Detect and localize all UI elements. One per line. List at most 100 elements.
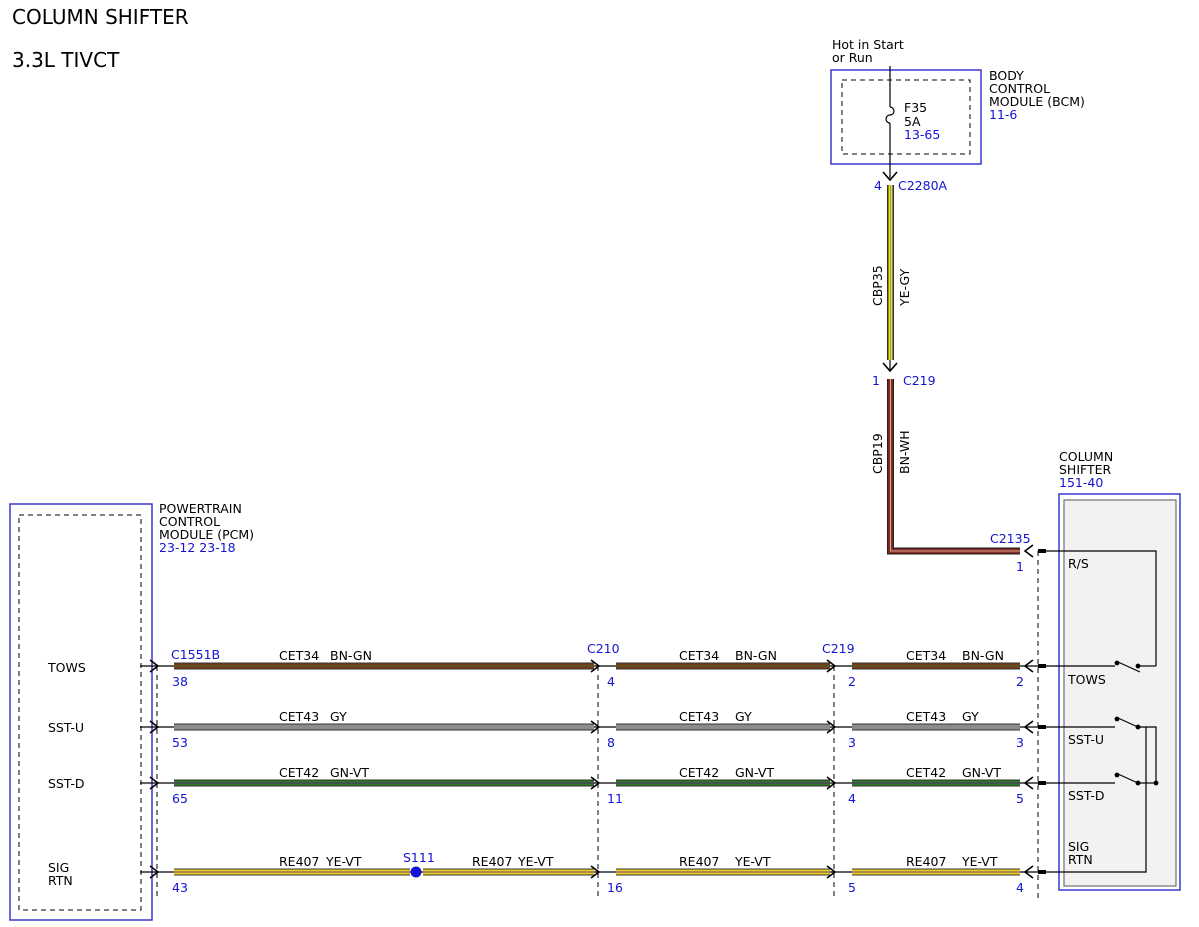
shifter-ref: 151-40 (1059, 475, 1103, 490)
wire-circuit-label: RE407 (472, 854, 512, 869)
connector-arrow-icon (149, 776, 160, 790)
pin-number-c219: 3 (848, 735, 856, 750)
wire-color-label: BN-GN (962, 648, 1004, 663)
wire-circuit-label: CBP35 (870, 265, 885, 306)
pin-number-c2135: 5 (1016, 791, 1024, 806)
connector-arrow-icon (1023, 544, 1034, 558)
wire-color-label: YE-VT (325, 854, 362, 869)
pin-number-c219: 5 (848, 880, 856, 895)
pin-number-c210: 8 (607, 735, 615, 750)
bcm-name-1: BODY (989, 68, 1024, 83)
shifter-label-sst-u: SST-U (1068, 732, 1104, 747)
pcm-ref: 23-12 23-18 (159, 540, 236, 555)
pcm-pin-sst-u: SST-U (48, 720, 84, 735)
pcm-pin-tows: TOWS (47, 660, 86, 675)
wire-color-label: YE-VT (734, 854, 771, 869)
c2280a-pin: 4 (874, 178, 882, 193)
connector-arrow-icon (149, 720, 160, 734)
connector-arrow-icon (1023, 865, 1034, 879)
fuse-ref: 13-65 (904, 127, 940, 142)
pcm-pin-sig: SIG (48, 860, 69, 875)
pcm-pin-rtn: RTN (48, 873, 73, 888)
pin-number-c2135: 3 (1016, 735, 1024, 750)
fuse-rating: 5A (904, 114, 921, 129)
pcm-name-3: MODULE (PCM) (159, 527, 254, 542)
shifter-label-sst-d: SST-D (1068, 788, 1105, 803)
wire-cbp19 (887, 379, 1020, 555)
wire-color-label: YE-VT (517, 854, 554, 869)
wire-color-label: BN-GN (330, 648, 372, 663)
c2135-pin: 1 (1016, 559, 1024, 574)
pcm-name-2: CONTROL (159, 514, 220, 529)
pin-number-c1551b: 53 (172, 735, 188, 750)
shifter-inner (1063, 499, 1177, 887)
c219-top-pin: 1 (872, 373, 880, 388)
connector-pin (1038, 781, 1046, 785)
splice-label: S111 (403, 850, 435, 865)
wire-cbp35 (887, 185, 894, 360)
wire-color-label: GN-VT (962, 765, 1001, 780)
fuse-name: F35 (904, 100, 927, 115)
shifter-name-2: SHIFTER (1059, 462, 1112, 477)
wire-circuit-label: CET43 (679, 709, 719, 724)
connector-pin (1038, 664, 1046, 668)
wire-circuit-label: RE407 (279, 854, 319, 869)
pin-number-c1551b: 65 (172, 791, 188, 806)
diagram-title: COLUMN SHIFTER (12, 5, 189, 29)
wire-color-label: GN-VT (735, 765, 774, 780)
pin-number-c2135: 4 (1016, 880, 1024, 895)
connector-arrow-icon (590, 659, 601, 673)
shifter-label-rs: R/S (1068, 556, 1089, 571)
wire-color-label: GY (735, 709, 752, 724)
wire-circuit-label: CET42 (906, 765, 946, 780)
connector-pin (1038, 870, 1046, 874)
connector-arrow-icon (826, 720, 837, 734)
connector-arrow-icon (590, 865, 601, 879)
connector-arrow-icon (590, 720, 601, 734)
pin-number-c2135: 2 (1016, 674, 1024, 689)
c219-label: C219 (822, 641, 855, 656)
wire-circuit-label: RE407 (906, 854, 946, 869)
pin-number-c210: 11 (607, 791, 623, 806)
bcm-ref: 11-6 (989, 107, 1017, 122)
connector-pin (1038, 725, 1046, 729)
wire-color-label: GY (330, 709, 347, 724)
connector-arrow-icon (149, 865, 160, 879)
pin-number-c210: 16 (607, 880, 623, 895)
pcm-module: POWERTRAIN CONTROL MODULE (PCM) 23-12 23… (9, 501, 254, 921)
connector-arrow-icon (882, 362, 898, 373)
shifter-label-rtn: RTN (1068, 852, 1093, 867)
bcm-module: Hot in Start or Run BODY CONTROL MODULE … (830, 37, 1085, 178)
diagram-subtitle: 3.3L TIVCT (12, 48, 120, 72)
c2280a-label: C2280A (898, 178, 948, 193)
c2135-label: C2135 (990, 531, 1031, 546)
wire-circuit-label: RE407 (679, 854, 719, 869)
wire-circuit-label: CET34 (906, 648, 946, 663)
bcm-outline (830, 69, 982, 165)
shifter-outline (1058, 493, 1181, 891)
connector-arrow-icon (826, 776, 837, 790)
pin-number-c210: 4 (607, 674, 615, 689)
splice-s111-dot (410, 866, 422, 878)
wire-color-label: YE-GY (897, 268, 912, 307)
connector-arrow-icon (149, 659, 160, 673)
hot-label-2: or Run (832, 50, 873, 65)
wire-circuit-label: CET34 (679, 648, 719, 663)
connector-arrow-icon (1023, 659, 1034, 673)
wire-color-label: YE-VT (961, 854, 998, 869)
wire-circuit-label: CET43 (906, 709, 946, 724)
bcm-inner (841, 79, 971, 155)
c219-top-label: C219 (903, 373, 936, 388)
hot-label-1: Hot in Start (832, 37, 904, 52)
column-shifter-module: COLUMN SHIFTER 151-40 R/S TOWS SST-U SST… (1046, 449, 1181, 891)
wire-circuit-label: CET42 (679, 765, 719, 780)
bcm-name-2: CONTROL (989, 81, 1050, 96)
wire-color-label: GN-VT (330, 765, 369, 780)
connector-pin (1038, 549, 1046, 553)
pin-number-c1551b: 38 (172, 674, 188, 689)
switch-circuit (1046, 550, 1157, 873)
pin-number-c1551b: 43 (172, 880, 188, 895)
connector-arrow-icon (1023, 720, 1034, 734)
connector-arrow-icon (590, 776, 601, 790)
